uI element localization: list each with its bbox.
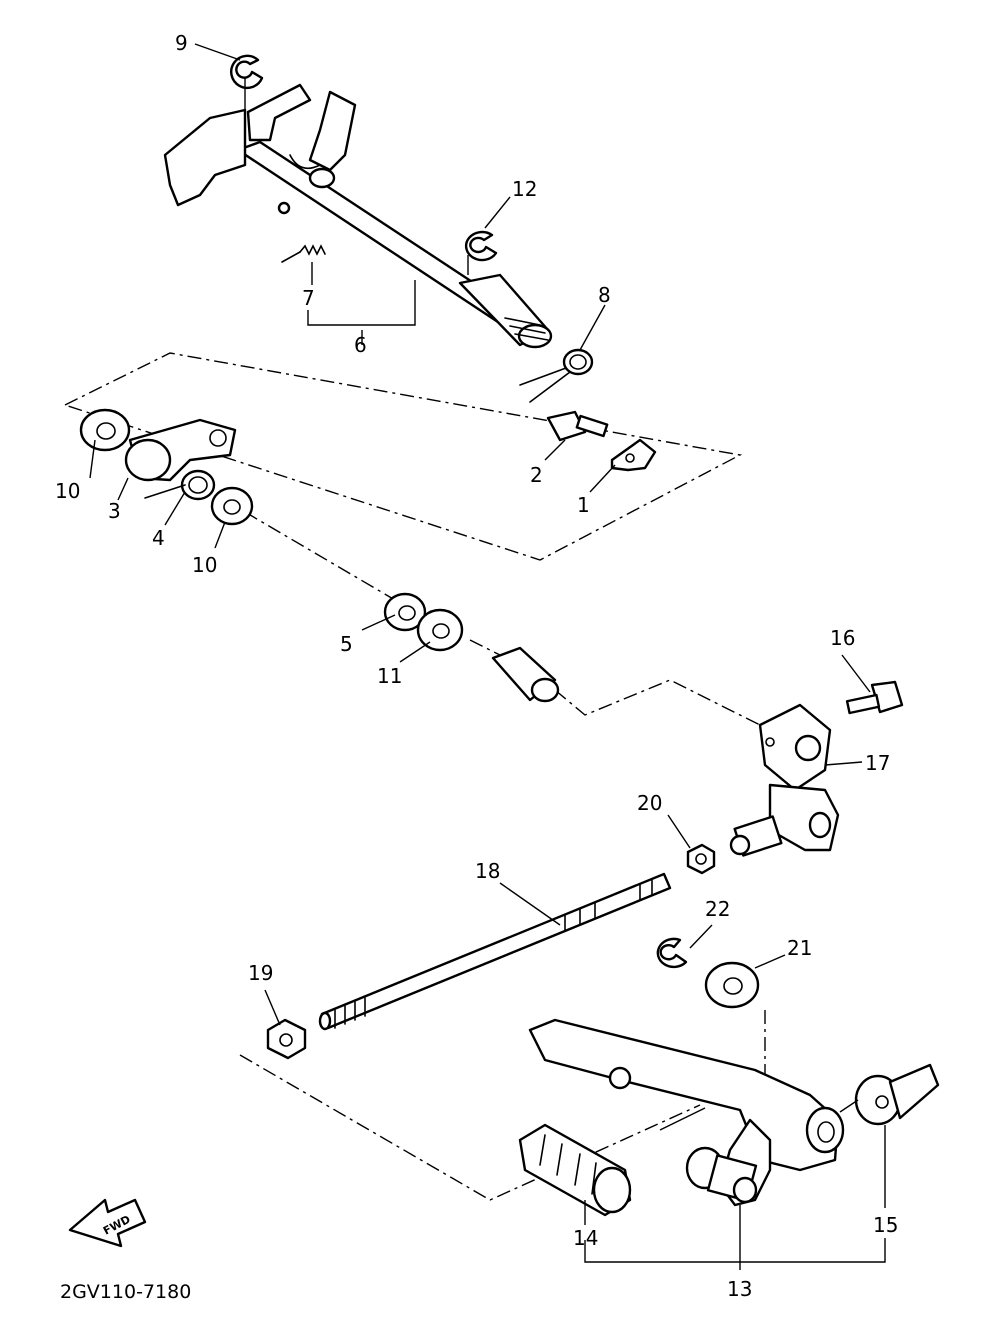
nut-19 <box>266 1018 307 1060</box>
stopper-plate-1 <box>610 438 657 472</box>
circlip-12 <box>464 230 498 262</box>
collar <box>491 646 560 703</box>
shift-arm-17 <box>729 703 840 857</box>
callout-22: 22 <box>705 897 730 921</box>
callout-12: 12 <box>512 177 537 201</box>
callout-7: 7 <box>302 286 315 310</box>
oil-seal-5 <box>383 592 427 632</box>
callout-6: 6 <box>354 333 367 357</box>
callout-18: 18 <box>475 859 500 883</box>
circlip-22 <box>656 937 688 969</box>
callout-11: 11 <box>377 664 402 688</box>
lever-3 <box>124 418 237 482</box>
callout-9: 9 <box>175 31 188 55</box>
leader-lines <box>89 43 886 1270</box>
callout-2: 2 <box>530 463 543 487</box>
callout-10-top: 10 <box>55 479 80 503</box>
shift-rod-18 <box>318 872 672 1031</box>
callout-3: 3 <box>108 499 121 523</box>
callout-14: 14 <box>573 1226 598 1250</box>
washer-10-top <box>79 408 131 452</box>
callout-16: 16 <box>830 626 855 650</box>
torsion-spring-8 <box>519 348 594 403</box>
circlip-9 <box>230 54 264 90</box>
callout-17: 17 <box>865 751 890 775</box>
forward-arrow-icon: FWD <box>68 1198 147 1248</box>
callout-5: 5 <box>340 632 353 656</box>
joint-15 <box>854 1063 940 1126</box>
foot-rubber-14 <box>518 1123 632 1217</box>
bolt-16 <box>845 680 904 715</box>
washer-10-bottom <box>210 486 254 526</box>
callout-19: 19 <box>248 961 273 985</box>
callout-15: 15 <box>873 1213 898 1237</box>
pivot-13 <box>685 1146 758 1204</box>
shift-shaft <box>163 83 553 349</box>
callout-8: 8 <box>598 283 611 307</box>
washer-21 <box>704 961 760 1009</box>
callout-13: 13 <box>727 1277 752 1301</box>
washer-11 <box>416 608 464 652</box>
callout-numbers: 1 2 3 4 5 6 7 8 9 10 10 11 12 13 14 15 1… <box>55 31 898 1301</box>
callout-20: 20 <box>637 791 662 815</box>
assembly-guide-lines <box>64 352 771 1201</box>
bolt-2 <box>546 410 609 442</box>
callout-10-bottom: 10 <box>192 553 217 577</box>
callout-1: 1 <box>577 493 590 517</box>
spring-4 <box>144 469 216 501</box>
callout-4: 4 <box>152 526 165 550</box>
diagram-code: 2GV110-7180 <box>60 1281 191 1303</box>
callout-21: 21 <box>787 936 812 960</box>
nut-20 <box>686 843 716 875</box>
